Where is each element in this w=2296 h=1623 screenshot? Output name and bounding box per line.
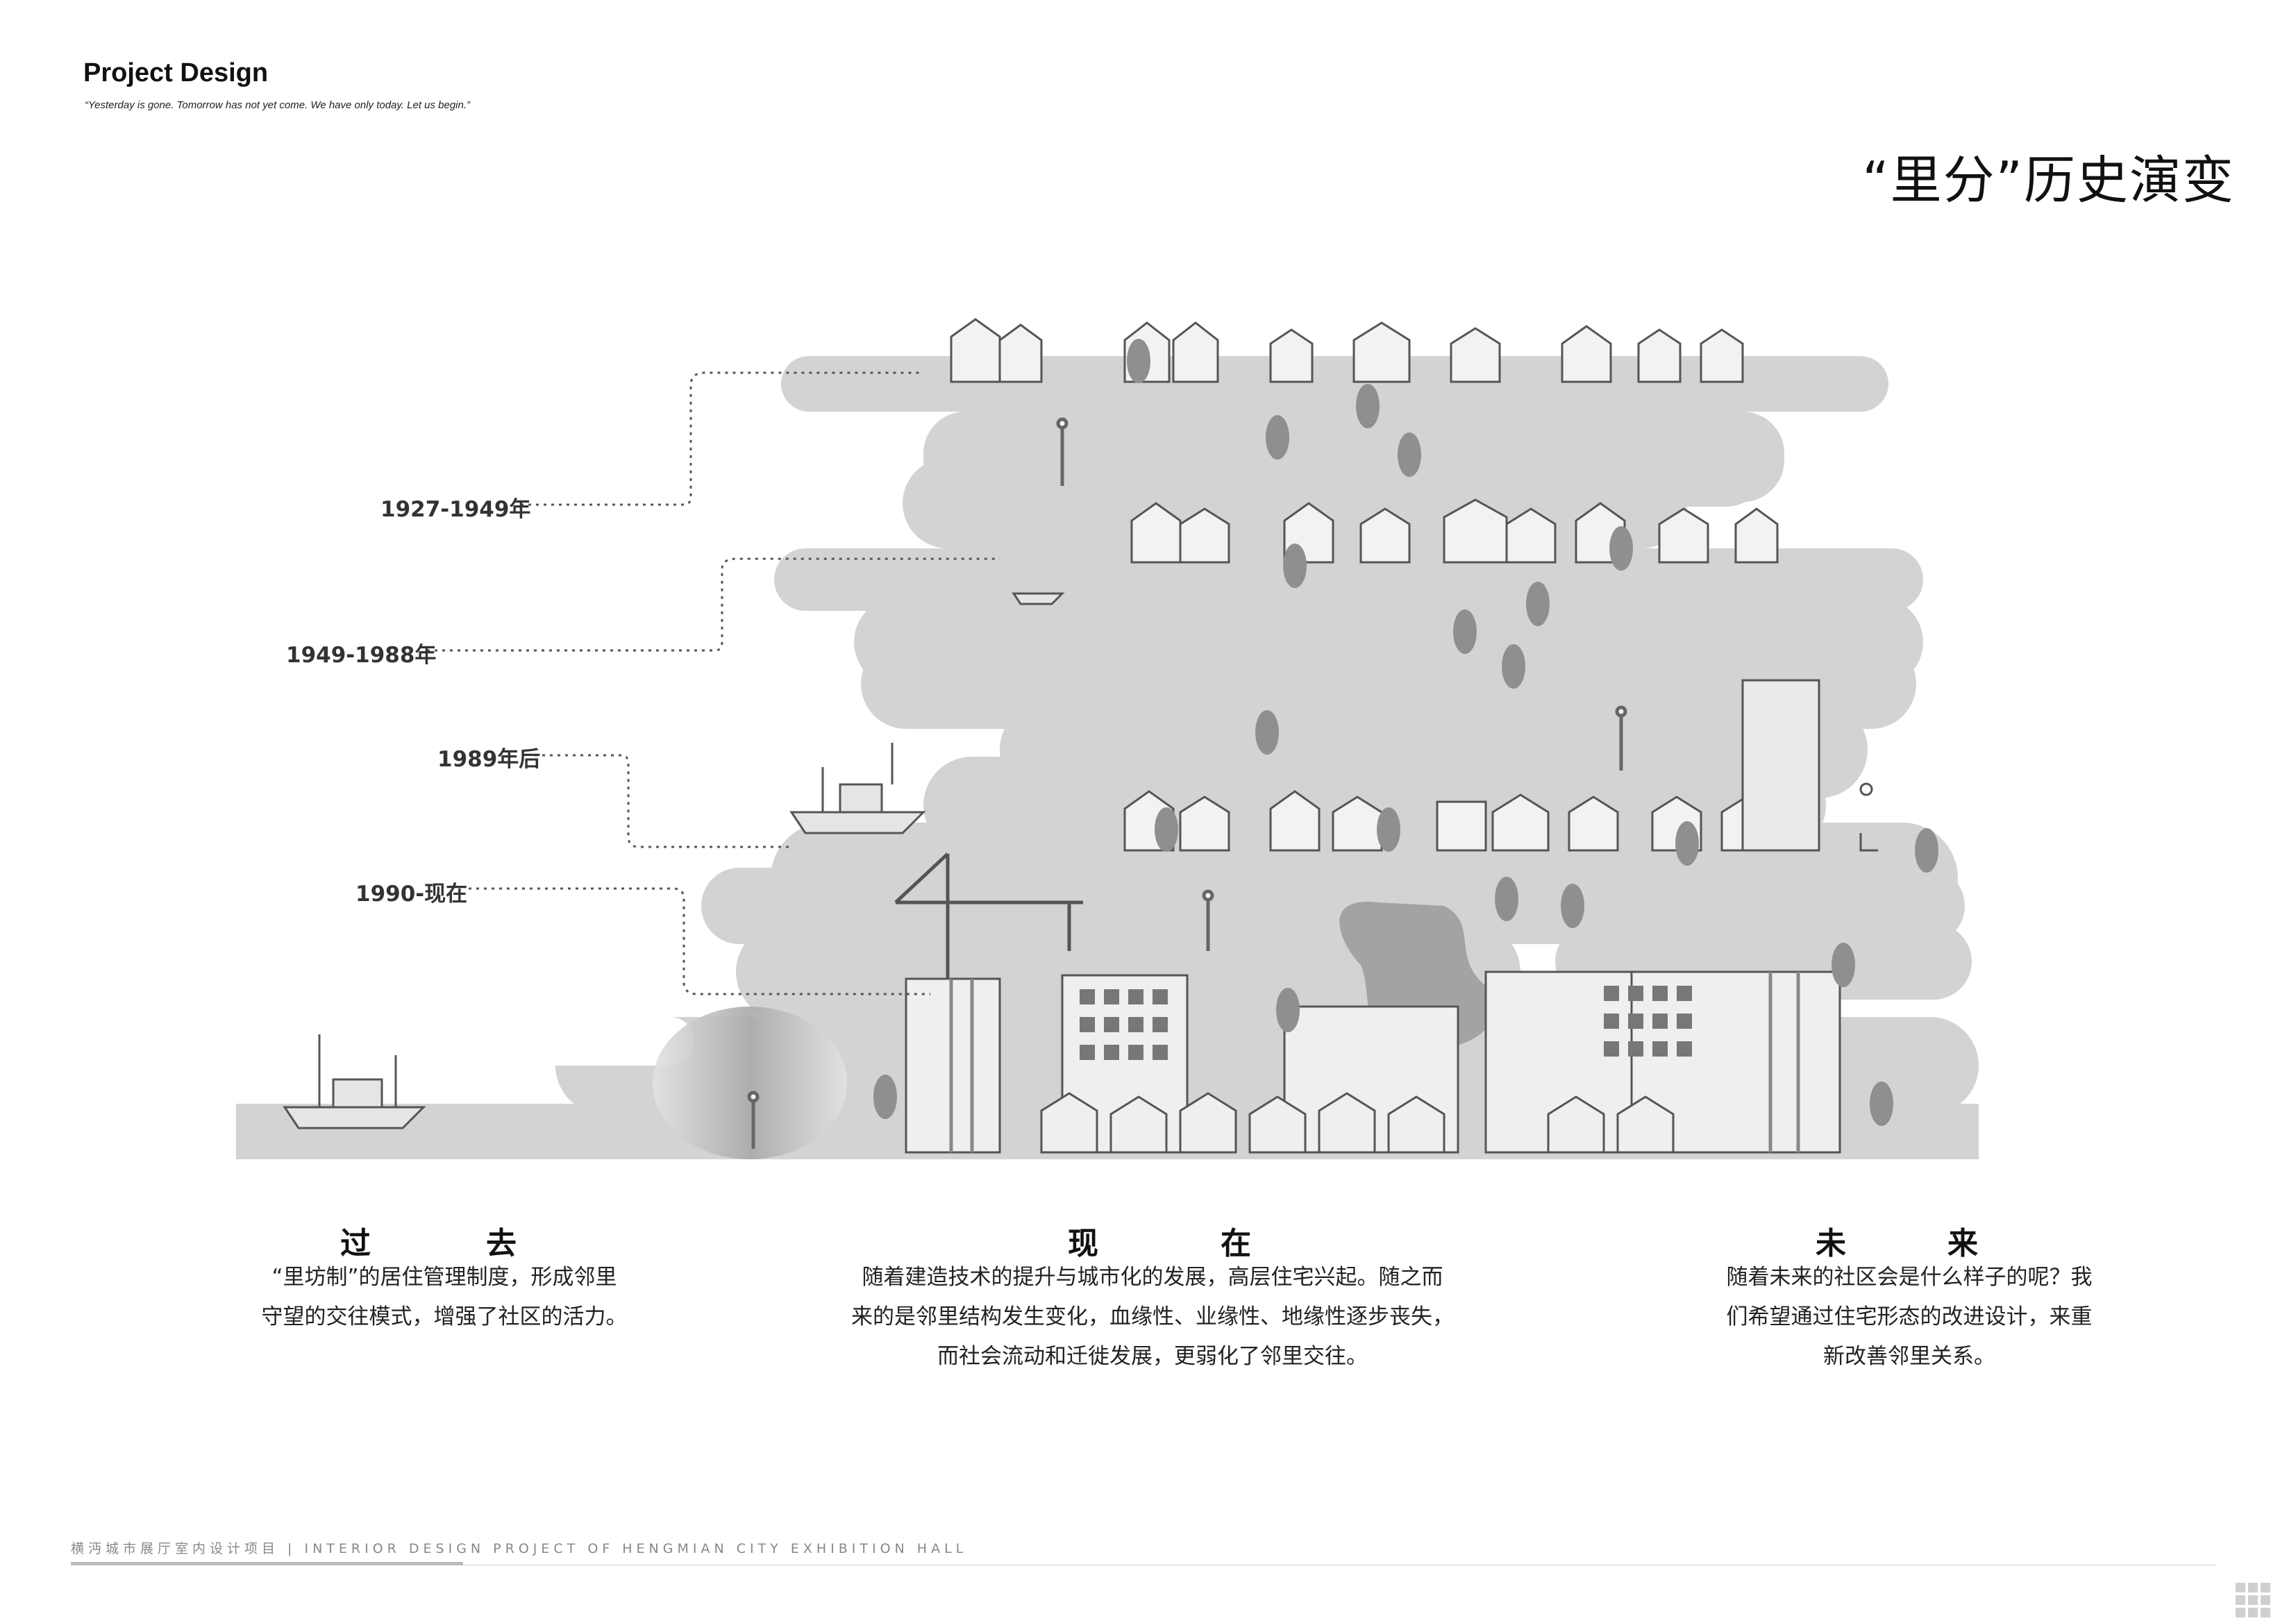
trees xyxy=(873,339,1938,1126)
era-label-1989: 1989年后 xyxy=(437,747,541,772)
era-label-1990: 1990-现在 xyxy=(355,882,468,907)
future-heading: 未来 xyxy=(1816,1226,1982,1261)
era-label-1927: 1927-1949年 xyxy=(380,497,531,522)
crane xyxy=(894,852,1083,979)
footer-accent-bar xyxy=(71,1562,463,1565)
footer-project-label: 横沔城市展厅室内设计项目 | INTERIOR DESIGN PROJECT O… xyxy=(71,1541,968,1556)
project-design-title: Project Design xyxy=(83,58,269,87)
era-label-1949: 1949-1988年 xyxy=(286,643,437,668)
tower-right xyxy=(1741,679,1820,852)
grid-logo-icon xyxy=(2236,1583,2270,1617)
past-heading: 过去 xyxy=(340,1226,521,1261)
windmills xyxy=(747,417,1627,1149)
header-quote: “Yesterday is gone. Tomorrow has not yet… xyxy=(85,99,471,111)
past-text: “里坊制”的居住管理制度，形成邻里 守望的交往模式，增强了社区的活力。 xyxy=(261,1265,628,1329)
timeline-leaders xyxy=(427,371,1000,995)
boats xyxy=(283,592,1065,1129)
window-grid xyxy=(1080,986,1692,1060)
tower-stripes xyxy=(949,972,1800,1152)
location-pin-icon xyxy=(1859,782,1873,796)
house-row-1 xyxy=(950,318,1744,383)
wave-swirl xyxy=(653,1007,847,1159)
present-heading: 现在 xyxy=(1068,1226,1255,1261)
future-text: 随着未来的社区会是什么样子的呢？我 们希望通过住宅形态的改进设计，来重 新改善邻… xyxy=(1726,1265,2093,1369)
present-text: 随着建造技术的提升与城市化的发展，高层住宅兴起。随之而 来的是邻里结构发生变化，… xyxy=(851,1265,1454,1369)
page-title: “里分”历史演变 xyxy=(1862,151,2235,210)
